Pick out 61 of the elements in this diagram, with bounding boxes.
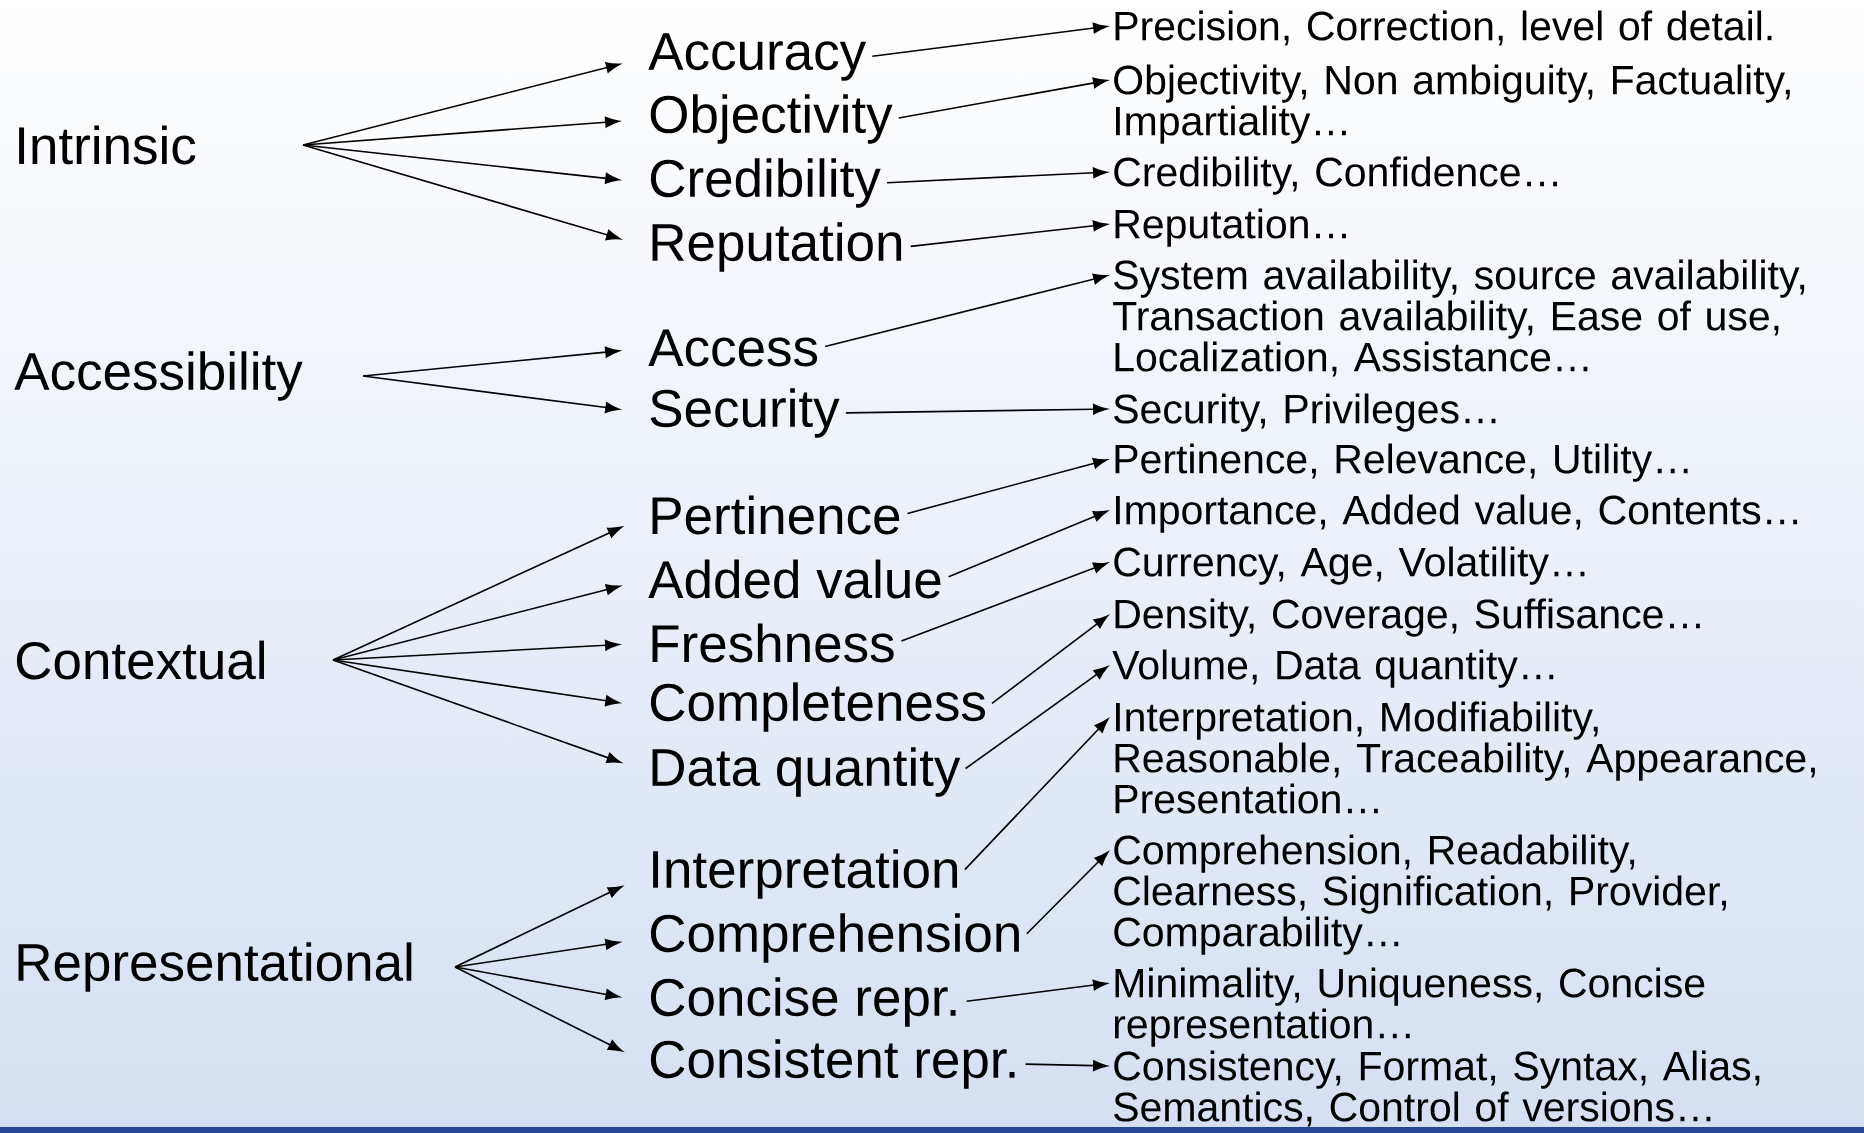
arrow (362, 346, 620, 377)
category-label: Accessibility (14, 351, 303, 401)
arrow (965, 979, 1108, 1003)
arrow (871, 22, 1108, 58)
description-text: Security, Privileges… (1114, 393, 1496, 432)
arrow (332, 659, 620, 707)
arrow (332, 639, 620, 661)
dimension-label: Security (650, 388, 840, 438)
arrow (906, 457, 1108, 515)
description-text: Minimality, Uniqueness, Concise representation… (1114, 967, 1705, 1047)
arrow (886, 167, 1108, 184)
arrow (824, 273, 1108, 348)
arrow (332, 526, 622, 661)
arrow (332, 659, 621, 764)
category-label: Intrinsic (19, 125, 196, 165)
dimension-label: Completeness (650, 682, 985, 732)
dimension-label: Access (648, 329, 818, 367)
dimension-label: Accuracy (648, 33, 867, 81)
arrow (1026, 851, 1109, 935)
description-text: Objectivity, Non ambiguity, Factuality, Impartiality… (1114, 64, 1790, 144)
arrow (964, 666, 1108, 770)
arrow (454, 886, 623, 968)
arrow (454, 938, 620, 968)
dimension-label: Concise repr. (650, 977, 956, 1027)
arrow (909, 220, 1108, 248)
dimension-label: Interpretation (653, 849, 958, 899)
description-text: Currency, Age, Volatility… (1114, 546, 1585, 585)
dimension-label: Pertinence (652, 495, 900, 535)
arrow (454, 966, 623, 1052)
description-text: Importance, Added value, Contents… (1116, 494, 1798, 533)
dimension-label: Added value (648, 559, 941, 599)
description-text: Credibility, Confidence… (1114, 156, 1557, 195)
dimension-label: Objectivity (650, 94, 893, 144)
dimension-label: Reputation (652, 222, 902, 272)
description-text: Comprehension, Readability, Clearness, Signification, Provider, Comparability… (1114, 834, 1726, 955)
arrow (302, 144, 621, 241)
arrow (845, 403, 1108, 415)
category-label: Contextual (16, 640, 264, 680)
description-text: Volume, Data quantity… (1112, 649, 1554, 688)
description-text: Precision, Correction, level of detail. (1115, 10, 1772, 46)
category-label: Representational (18, 942, 412, 992)
arrow (947, 510, 1108, 578)
dimension-label: Credibility (650, 158, 881, 208)
arrow (1024, 1060, 1108, 1072)
dimension-label: Consistent repr. (650, 1039, 1015, 1089)
description-text: Consistency, Format, Syntax, Alias, Semantics, Control of versions… (1114, 1050, 1760, 1127)
description-text: Reputation… (1115, 208, 1346, 247)
arrow (991, 615, 1109, 705)
arrow (362, 375, 620, 413)
description-text: System availability, source availability, Transaction availability, Ease of use, Localization, Assistance… (1113, 259, 1805, 377)
dimension-label: Freshness (652, 623, 894, 663)
arrow (302, 144, 620, 184)
description-text: Interpretation, Modifiability, Reasonable, Traceability, Appearance, Presentation… (1115, 701, 1815, 814)
arrow (900, 562, 1108, 642)
description-text: Density, Coverage, Suffisance… (1115, 598, 1700, 637)
description-text: Pertinence, Relevance, Utility… (1115, 443, 1688, 482)
arrow (897, 77, 1108, 119)
arrow (964, 718, 1109, 871)
dimension-label: Data quantity (652, 747, 961, 797)
dimension-label: Comprehension (650, 913, 1019, 963)
arrow (454, 966, 620, 1000)
